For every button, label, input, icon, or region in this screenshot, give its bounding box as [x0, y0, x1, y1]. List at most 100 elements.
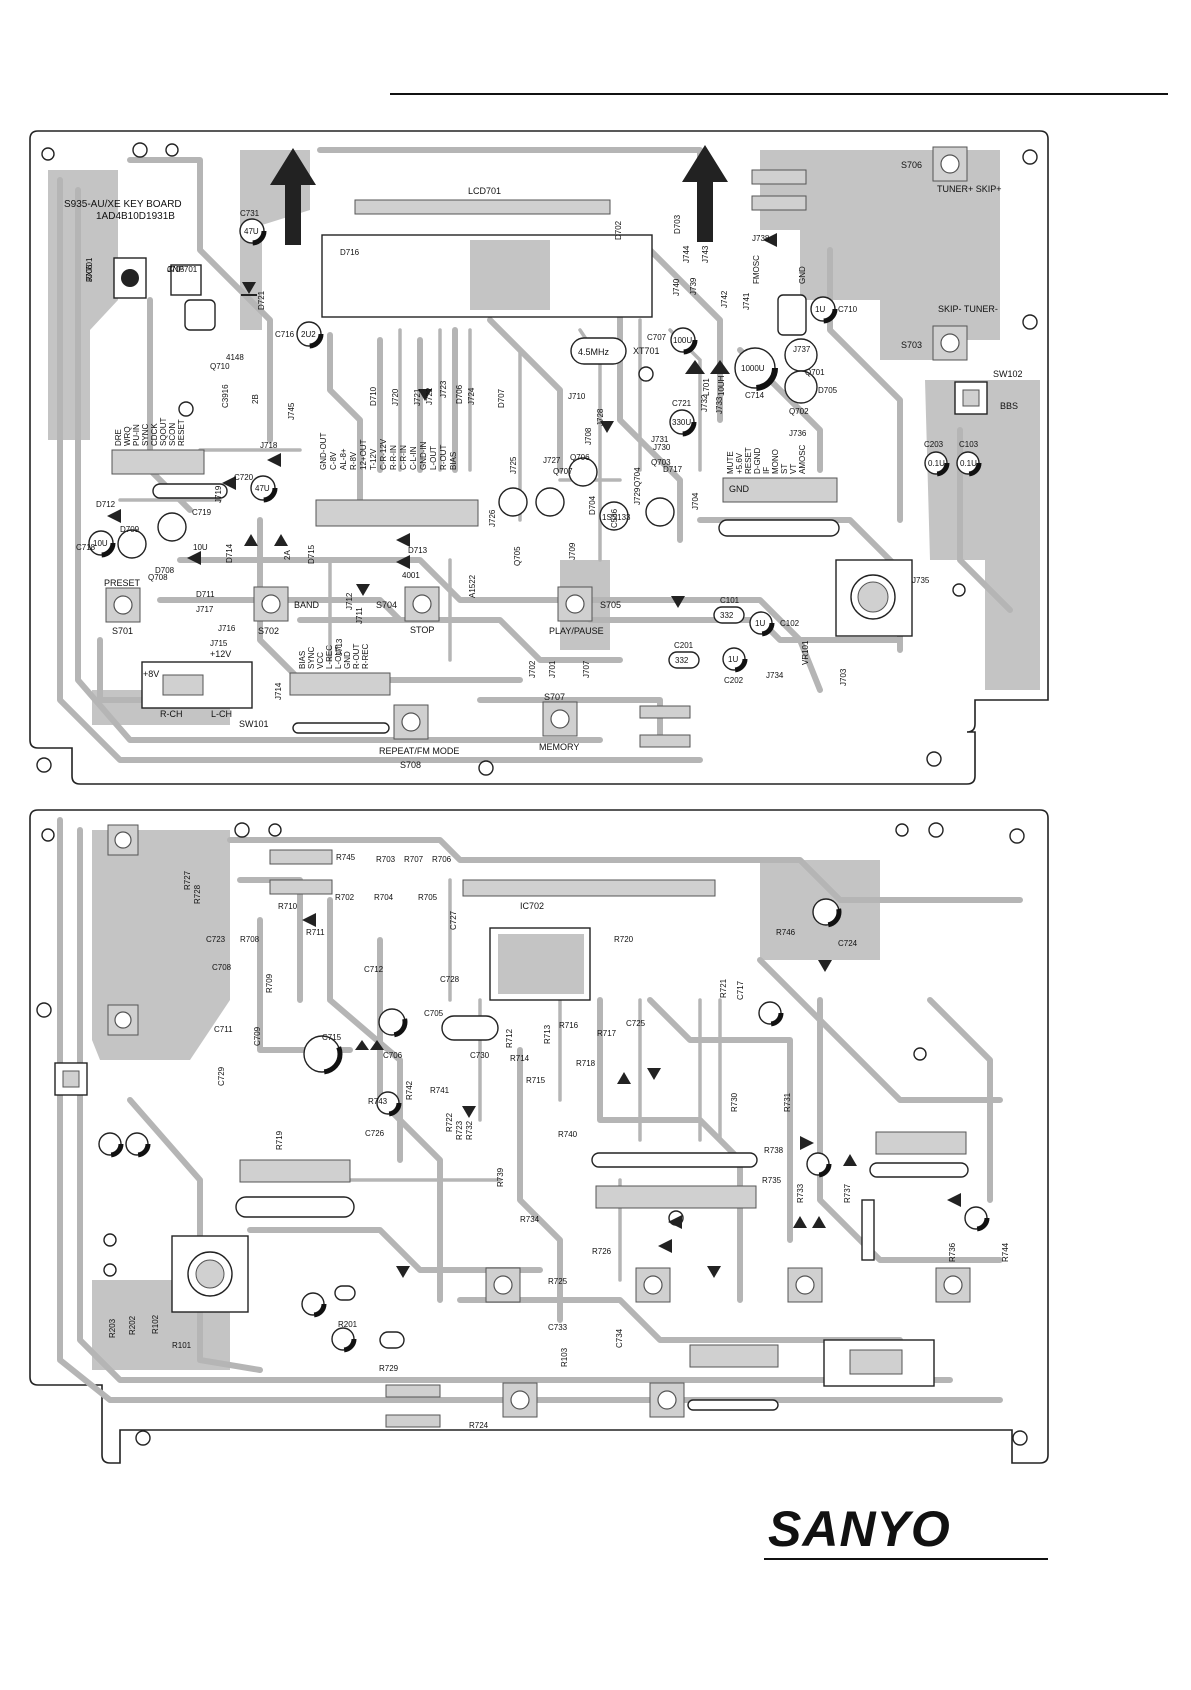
svg-text:GND-IN: GND-IN [419, 441, 428, 470]
svg-text:C202: C202 [724, 676, 744, 685]
svg-text:C714: C714 [745, 391, 765, 400]
switch-ref: S706 [901, 160, 922, 170]
top-board-labels: S935-AU/XE KEY BOARD 1AD4B10D1931B LCD70… [64, 160, 1023, 770]
component-label: J708 [584, 427, 593, 445]
component-label: R705 [418, 893, 438, 902]
component-label: R726 [592, 1247, 612, 1256]
component-label: R717 [597, 1029, 617, 1038]
svg-text:47U: 47U [255, 484, 270, 493]
component-label: R725 [548, 1277, 568, 1286]
component-label: D705 [818, 386, 838, 395]
top-board [29, 130, 1049, 785]
component-label: R729 [379, 1364, 399, 1373]
component-label: D707 [497, 388, 506, 408]
svg-text:L-OUT: L-OUT [429, 446, 438, 470]
svg-text:C710: C710 [838, 305, 858, 314]
switch-ref: S703 [901, 340, 922, 350]
component-label: R721 [719, 978, 728, 998]
svg-text:T-12V: T-12V [369, 448, 378, 470]
component-label: R727 [183, 870, 192, 890]
component-label: Q704 [633, 467, 642, 487]
footer-rule [764, 1558, 1048, 1560]
connectors [111, 169, 838, 748]
svg-text:CDCK: CDCK [150, 423, 159, 446]
component-label: J715 [210, 639, 228, 648]
component-label: CNP701 [167, 265, 198, 274]
svg-text:R-R-IN: R-R-IN [389, 445, 398, 470]
component-label: J724 [467, 387, 476, 405]
svg-text:IF: IF [762, 467, 771, 474]
cnp801-pin-labels: FMOSC GND [752, 255, 807, 284]
component-label: C706 [383, 1051, 403, 1060]
component-label: J736 [789, 429, 807, 438]
sanyo-logo: SANYO [768, 1501, 951, 1557]
component-label: C734 [615, 1328, 624, 1348]
cap-labels: C731 47U C716 2U2 C720 47U C718 10U C719… [76, 209, 979, 685]
component-label: J710 [568, 392, 586, 401]
component-label: C724 [838, 939, 858, 948]
switch-label: REPEAT/FM MODE [379, 746, 459, 756]
cap-c201 [668, 651, 700, 669]
mount-hole [178, 401, 194, 417]
sw101-label: R-CH [160, 709, 183, 719]
component-label: C730 [470, 1051, 490, 1060]
component-label: R103 [560, 1347, 569, 1367]
component-label: Q701 [805, 368, 825, 377]
component-label: J735 [912, 576, 930, 585]
lcd-label: LCD701 [468, 186, 501, 196]
svg-text:VT: VT [789, 464, 798, 474]
component-label: R703 [376, 855, 396, 864]
ic702-label: IC702 [520, 901, 544, 911]
svg-text:100U: 100U [673, 336, 692, 345]
cnp802-gnd: GND [729, 484, 750, 494]
svg-text:SQOUT: SQOUT [159, 417, 168, 446]
component-label: D716 [340, 248, 360, 257]
component-label: D704 [588, 495, 597, 515]
svg-text:2U2: 2U2 [301, 330, 316, 339]
svg-text:C721: C721 [672, 399, 692, 408]
component-label: D717 [663, 465, 683, 474]
lcd-chip [470, 240, 550, 310]
component-label: D713 [408, 546, 428, 555]
component-label: J726 [488, 509, 497, 527]
switch-ref: SW102 [993, 369, 1023, 379]
component-label: J706 [85, 264, 94, 282]
component-label: J711 [355, 607, 364, 624]
component-label: 4148 [226, 353, 244, 362]
component-label: D711 [196, 590, 215, 599]
sw101-ref: SW101 [239, 719, 269, 729]
component-label: R744 [1001, 1242, 1010, 1262]
mount-hole [952, 583, 966, 597]
component-label: R734 [520, 1215, 540, 1224]
component-label: R724 [469, 1421, 489, 1430]
component-label: J719 [214, 485, 223, 503]
svg-text:0.1U: 0.1U [928, 459, 945, 468]
header-rule [390, 93, 1168, 95]
component-label: D714 [225, 543, 234, 563]
svg-text:C101: C101 [720, 596, 740, 605]
svg-text:C707: C707 [647, 333, 667, 342]
cnp303-pin-labels: GND-OUT C-8V AL-8+ R-8V 12+OUT T-12V C-R… [319, 433, 458, 470]
component-label: R745 [336, 853, 356, 862]
component-label: Q706 [570, 453, 590, 462]
svg-text:C201: C201 [674, 641, 694, 650]
mount-hole [926, 751, 942, 767]
svg-text:R-8V: R-8V [349, 451, 358, 470]
component-label: R704 [374, 893, 394, 902]
component-label: J740 [672, 278, 681, 296]
component-label: J738 [752, 234, 770, 243]
component-label: R719 [275, 1130, 284, 1150]
component-label: C727 [449, 910, 458, 930]
component-label: J734 [766, 671, 784, 680]
component-label: C733 [548, 1323, 568, 1332]
component-label: C726 [365, 1129, 385, 1138]
svg-text:C-R-12V: C-R-12V [379, 438, 388, 470]
component-label: R738 [764, 1146, 784, 1155]
component-label: J729 [633, 487, 642, 505]
svg-text:1U: 1U [755, 619, 765, 628]
ic702-header [462, 879, 716, 897]
svg-text:GND-OUT: GND-OUT [319, 433, 328, 470]
component-label: 2B [251, 394, 260, 404]
cap-c101 [713, 606, 745, 624]
